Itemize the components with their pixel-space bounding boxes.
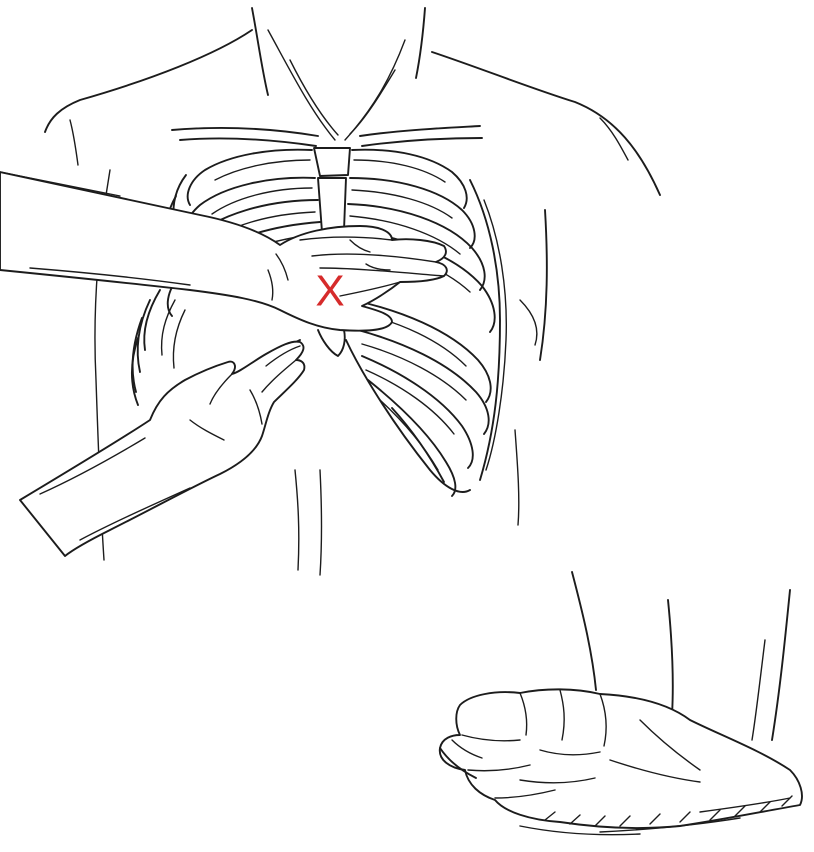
- compression-point-marker: X: [315, 267, 344, 316]
- neck-and-clavicles: [172, 30, 482, 146]
- arm-and-fist: [440, 572, 802, 835]
- compression-point-x: X: [315, 267, 344, 316]
- lower-hand: [20, 342, 304, 556]
